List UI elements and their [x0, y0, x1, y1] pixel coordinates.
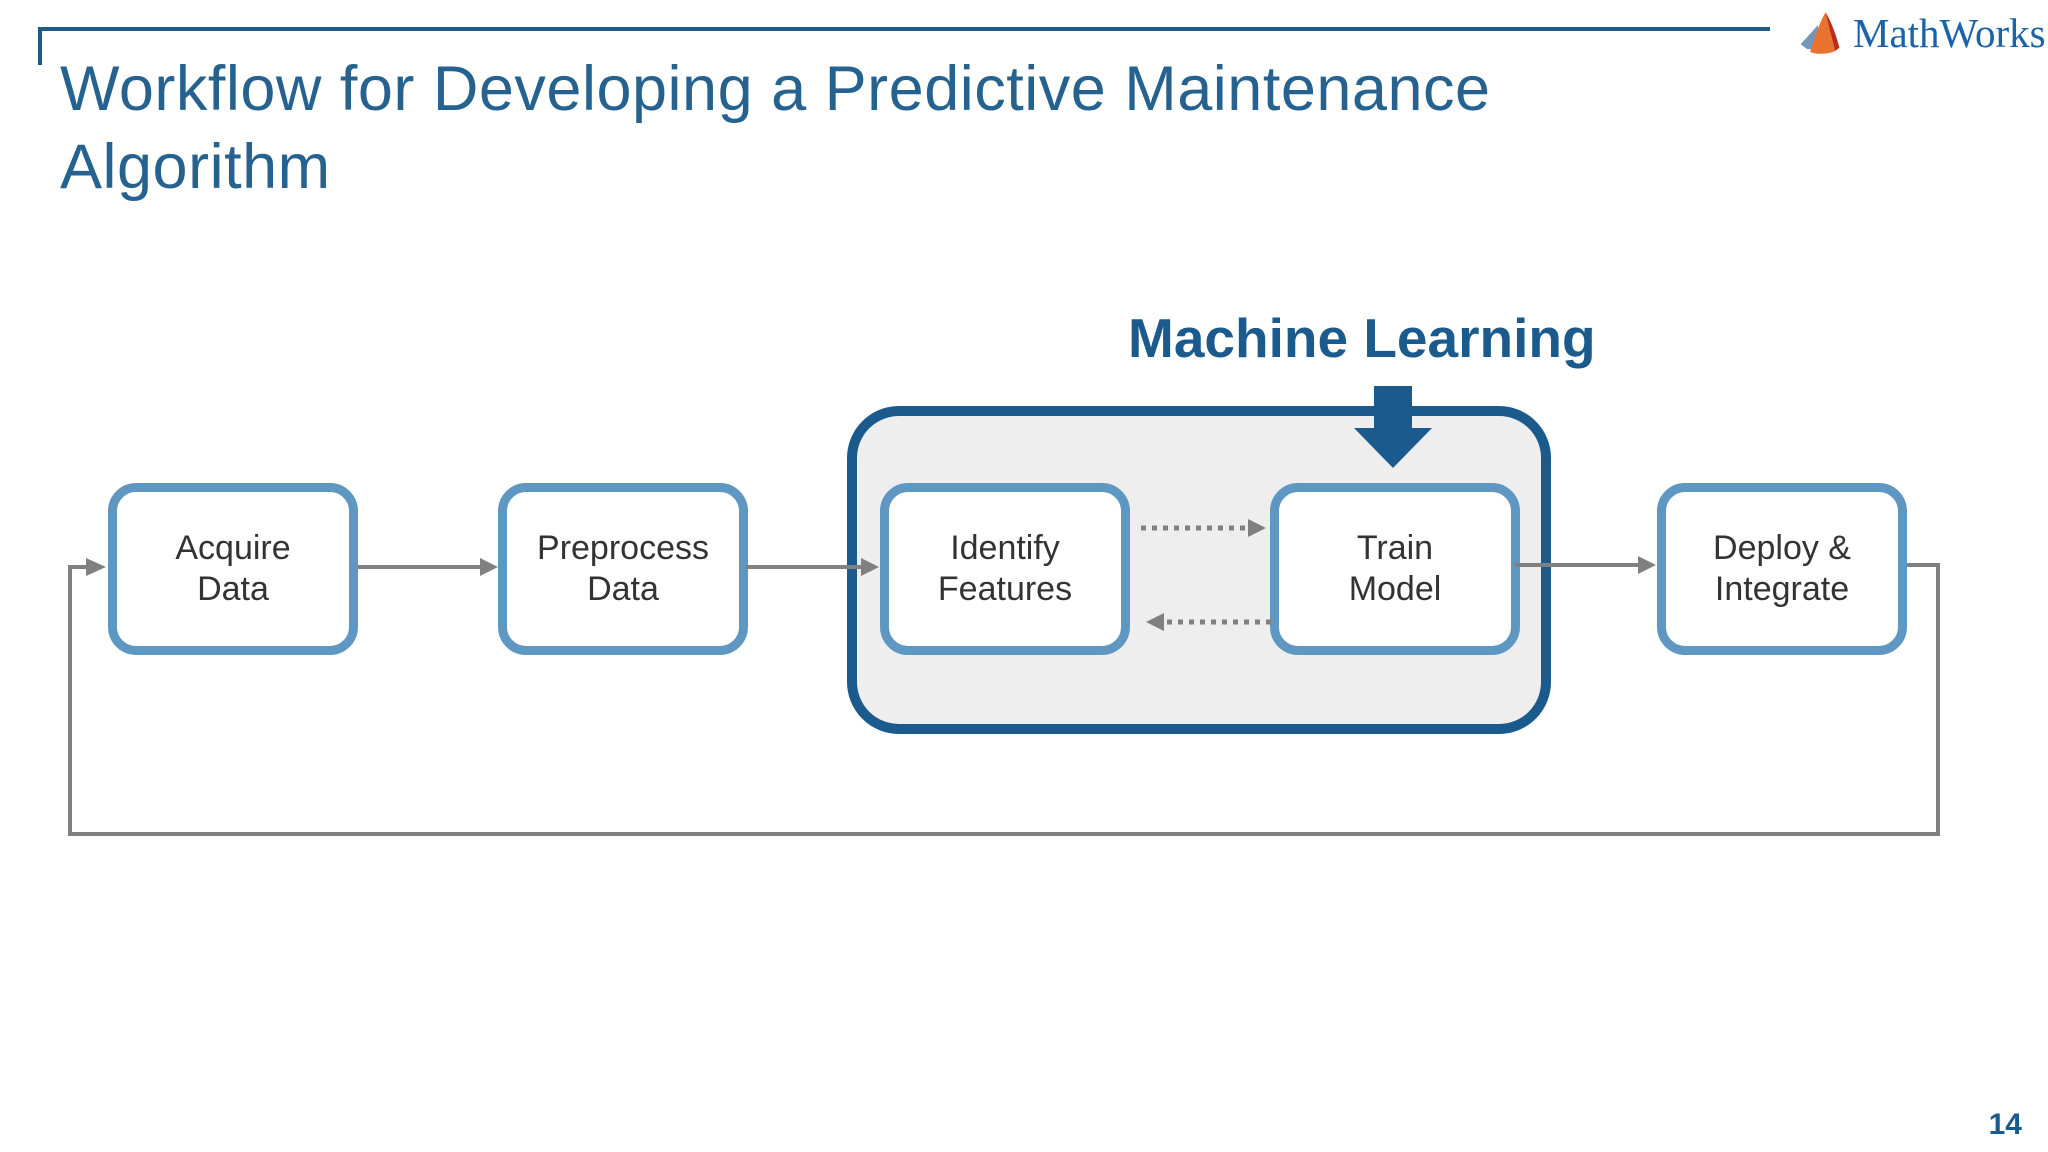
workflow-node-acquire-data: Acquire Data: [108, 483, 358, 655]
workflow-node-identify-features: Identify Features: [880, 483, 1130, 655]
arrowhead-train-to-deploy: [1638, 556, 1656, 574]
workflow-node-preprocess-data: Preprocess Data: [498, 483, 748, 655]
workflow-node-train-model: Train Model: [1270, 483, 1520, 655]
slide-title: Workflow for Developing a Predictive Mai…: [60, 54, 1491, 203]
arrowhead-acquire-to-preprocess: [480, 558, 498, 576]
arrowhead-loop-to-acquire: [86, 558, 106, 576]
header-corner-bracket: [38, 27, 42, 65]
header-rule-line: [38, 27, 1770, 31]
page-number: 14: [1988, 1108, 2022, 1141]
workflow-node-deploy-integrate: Deploy & Integrate: [1657, 483, 1907, 655]
mathworks-membrane-icon: [1800, 12, 1840, 54]
mathworks-logo: MathWorks®: [1798, 8, 2048, 58]
mathworks-wordmark: MathWorks: [1853, 10, 2046, 56]
machine-learning-label: Machine Learning: [1128, 307, 1596, 369]
